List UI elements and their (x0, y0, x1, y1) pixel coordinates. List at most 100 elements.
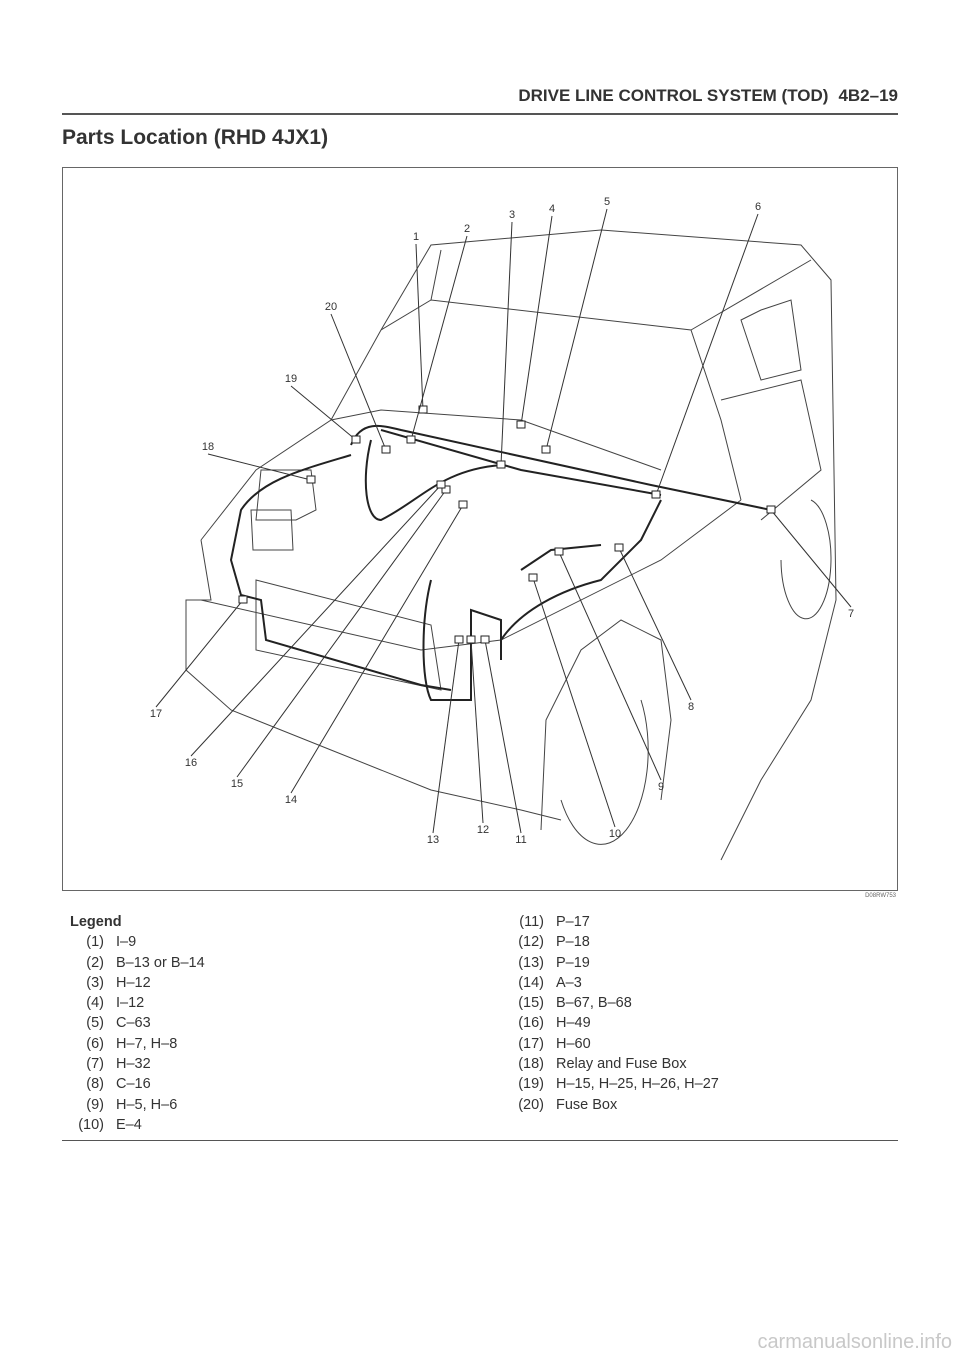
connector-marker (381, 445, 391, 454)
leader-line (207, 453, 312, 481)
leader-line (770, 509, 852, 608)
leader-line (415, 243, 424, 411)
legend-item: (16) H–49 (502, 1013, 719, 1033)
legend-text: I–12 (116, 995, 145, 1012)
legend-title: Legend (70, 914, 122, 930)
callout-number: 9 (658, 781, 664, 793)
legend-number: (8) (86, 1076, 104, 1093)
callout-number: 14 (285, 794, 297, 806)
legend-number: (19) (518, 1076, 544, 1093)
page-number: 4B2–19 (838, 86, 898, 105)
legend-item: (14) A–3 (502, 973, 719, 993)
callout-number: 3 (509, 209, 515, 221)
legend-number: (12) (518, 934, 544, 951)
vehicle-outline (185, 229, 837, 861)
connector-marker (516, 420, 526, 429)
section-title: DRIVE LINE CONTROL SYSTEM (TOD) (518, 86, 829, 105)
legend-text: H–49 (556, 1015, 591, 1032)
legend-text: A–3 (556, 974, 582, 991)
legend-item: (12) P–18 (502, 932, 719, 952)
leader-line (330, 313, 387, 451)
legend-number: (17) (518, 1035, 544, 1052)
connector-marker (238, 595, 248, 604)
legend-item: (17) H–60 (502, 1034, 719, 1054)
connector-marker (541, 445, 551, 454)
legend-number: (16) (518, 1015, 544, 1032)
connector-marker (614, 543, 624, 552)
legend-text: P–19 (556, 954, 590, 971)
callout-number: 17 (150, 708, 162, 720)
legend-number: (10) (78, 1116, 104, 1133)
leader-line (155, 599, 244, 708)
legend-item: (6)H–7, H–8 (62, 1034, 205, 1054)
legend-item: (4)I–12 (62, 993, 205, 1013)
legend-text: Fuse Box (556, 1096, 618, 1113)
leader-line (190, 484, 442, 757)
legend-item: (13) P–19 (502, 953, 719, 973)
leader-line (545, 208, 608, 451)
legend-number: (1) (86, 934, 104, 951)
connector-marker (528, 573, 538, 582)
wiring-harness (229, 424, 772, 701)
leader-line (520, 215, 553, 426)
legend-text: H–60 (556, 1035, 591, 1052)
connector-marker (351, 435, 361, 444)
header-rule (62, 113, 898, 115)
legend-number: (3) (86, 974, 104, 991)
callout-number: 13 (427, 834, 439, 846)
connector-marker (436, 480, 446, 489)
legend-number: (15) (518, 995, 544, 1012)
legend-number: (2) (86, 954, 104, 971)
legend-item: (5)C–63 (62, 1013, 205, 1033)
legend-item: (18)Relay and Fuse Box (502, 1054, 719, 1074)
callout-number: 20 (325, 301, 337, 313)
callout-number: 1 (413, 231, 419, 243)
connector-marker (306, 475, 316, 484)
leader-line (470, 639, 484, 824)
legend-number: (14) (518, 974, 544, 991)
legend-column-right: (11) P–17 (12) P–18 (13) P–19 (14) A–3 (15) B–67,… (502, 912, 719, 1115)
legend-text: P–18 (556, 934, 590, 951)
legend-item: (15) B–67, B–68 (502, 993, 719, 1013)
legend-item: (10) E–4 (62, 1115, 205, 1135)
connector-marker (651, 490, 661, 499)
footer-rule (62, 1140, 898, 1141)
leader-line (410, 235, 468, 441)
callout-number: 8 (688, 701, 694, 713)
legend-text: B–67, B–68 (556, 995, 632, 1012)
leader-line (290, 504, 464, 794)
leader-line (532, 577, 616, 828)
leader-line (500, 221, 513, 466)
connector-marker (466, 635, 476, 644)
legend-text: P–17 (556, 914, 590, 930)
connector-marker (480, 635, 490, 644)
callout-number: 18 (202, 441, 214, 453)
leader-line (484, 639, 522, 834)
legend-number: (13) (518, 954, 544, 971)
callout-number: 7 (848, 608, 854, 620)
leader-line (655, 213, 759, 496)
legend-item: (1)I–9 (62, 932, 205, 952)
callout-number: 6 (755, 201, 761, 213)
legend-item: (7)H–32 (62, 1054, 205, 1074)
legend-item: (8)C–16 (62, 1074, 205, 1094)
connector-marker (406, 435, 416, 444)
legend-number: (11) (519, 914, 544, 930)
page-title: Parts Location (RHD 4JX1) (62, 126, 329, 149)
legend-text: H–5, H–6 (116, 1096, 178, 1113)
watermark: carmanualsonline.info (757, 1331, 952, 1353)
legend-text: H–15, H–25, H–26, H–27 (556, 1076, 719, 1093)
callout-number: 16 (185, 757, 197, 769)
leader-line (432, 639, 460, 834)
legend-item: (3)H–12 (62, 973, 205, 993)
legend-number: (20) (518, 1096, 544, 1113)
legend-text: H–32 (116, 1056, 151, 1073)
legend-item: (19) H–15, H–25, H–26, H–27 (502, 1074, 719, 1094)
legend-item: (2)B–13 or B–14 (62, 953, 204, 973)
legend-text: E–4 (116, 1116, 142, 1133)
legend-number: (5) (86, 1015, 104, 1032)
callout-number: 5 (604, 196, 610, 208)
page-header: DRIVE LINE CONTROL SYSTEM (TOD) 4B2–19 (518, 86, 898, 106)
